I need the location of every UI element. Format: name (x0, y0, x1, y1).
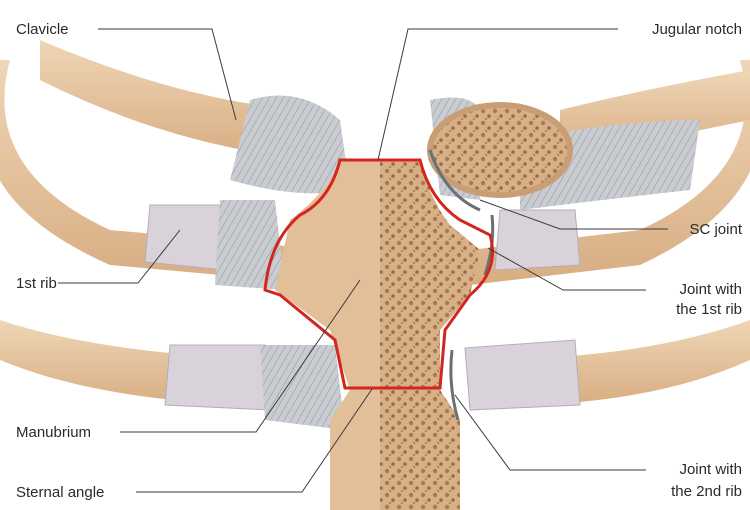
label-joint-second-rib-line1: Joint with (679, 461, 742, 478)
manubrium-section (380, 160, 480, 510)
label-joint-first-rib-line1: Joint with (679, 281, 742, 298)
label-first-rib: 1st rib (16, 275, 57, 292)
clavicle-cross-section (430, 105, 570, 195)
second-costal-cartilage-right (465, 340, 580, 410)
first-costal-cartilage-right (495, 210, 580, 270)
label-sc-joint: SC joint (689, 221, 742, 238)
label-joint-first-rib-line2: the 1st rib (676, 301, 742, 318)
first-costal-cartilage-left (145, 205, 225, 270)
label-jugular-notch: Jugular notch (652, 21, 742, 38)
ligament-left-lower (215, 200, 285, 290)
label-manubrium: Manubrium (16, 424, 91, 441)
label-sternal-angle: Sternal angle (16, 484, 104, 501)
label-clavicle: Clavicle (16, 21, 69, 38)
second-costal-cartilage-left (165, 345, 270, 410)
label-joint-second-rib-line2: the 2nd rib (671, 483, 742, 500)
